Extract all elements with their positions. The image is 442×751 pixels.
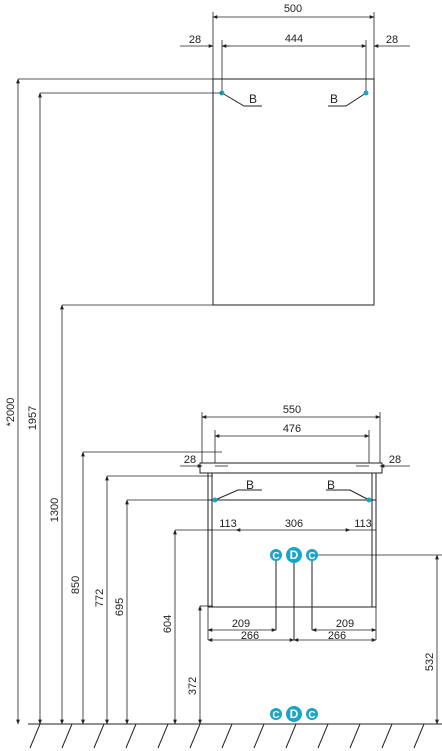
mirror-mount-label-left: B	[249, 92, 257, 106]
mount-span: 306	[285, 518, 303, 530]
dim-mount-height: 695	[114, 598, 126, 616]
dim-cabinet-bottom: 604	[162, 615, 174, 633]
cabinet-gap-left: 28	[184, 454, 196, 466]
dim-total-height: *2000	[5, 398, 17, 427]
pipe-left: 209	[232, 618, 250, 630]
mount-left: 113	[219, 518, 237, 530]
pipe-right: 209	[336, 618, 354, 630]
plumbing-connections-upper	[270, 547, 318, 563]
mirror-inner-width: 444	[285, 33, 303, 45]
outlet-c-left	[270, 549, 282, 561]
cabinet-outline	[199, 462, 383, 608]
cabinet-width-total: 550	[283, 404, 301, 416]
mirror-gap-right: 28	[386, 34, 398, 46]
cabinet-mount-lines	[214, 489, 370, 501]
cabinet-inner-width: 476	[283, 423, 301, 435]
floor-c-right	[306, 708, 318, 720]
dim-mirror-bottom: 1300	[49, 498, 61, 522]
dim-floor-gap: 372	[187, 677, 199, 695]
half-left: 266	[241, 630, 259, 642]
cabinet-mount-point-right	[366, 497, 372, 503]
outlet-c-right-label: C	[308, 551, 315, 562]
pipe-spacing-dims	[207, 607, 377, 642]
floor	[28, 723, 442, 749]
dim-drawer-top: 772	[94, 589, 106, 607]
floor-d-label: D	[290, 707, 299, 721]
cabinet-gap-right: 28	[389, 454, 401, 466]
dim-outlet-height: 532	[424, 653, 436, 671]
mirror-width-total: 500	[284, 3, 302, 15]
mirror-gap-left: 28	[189, 34, 201, 46]
cabinet-mount-point-left	[212, 497, 218, 503]
dim-cabinet-top: 850	[70, 576, 82, 594]
vertical-dim-lines	[16, 78, 442, 725]
mount-right: 113	[354, 518, 372, 530]
cabinet-width-dims	[180, 412, 410, 468]
floor-d	[286, 706, 302, 722]
mirror-outline	[212, 78, 375, 306]
plumbing-connections-floor	[270, 706, 318, 722]
plumbing-lines	[275, 560, 313, 640]
floor-c-left-label: C	[272, 710, 279, 721]
outlet-d-label: D	[290, 548, 299, 562]
floor-c-right-label: C	[308, 710, 315, 721]
mirror-mount-point-right	[363, 90, 369, 96]
floor-c-left	[270, 708, 282, 720]
cabinet-mount-label-left: B	[246, 478, 254, 492]
outlet-d	[286, 547, 302, 563]
mirror-mount-lines	[221, 92, 367, 107]
outlet-c-right	[306, 549, 318, 561]
dim-mirror-top: 1957	[27, 406, 39, 430]
mirror-width-dims	[180, 12, 410, 92]
outlet-c-left-label: C	[272, 551, 279, 562]
mirror-mount-label-right: B	[330, 92, 338, 106]
cabinet-mount-label-right: B	[327, 478, 335, 492]
half-right: 266	[328, 630, 346, 642]
